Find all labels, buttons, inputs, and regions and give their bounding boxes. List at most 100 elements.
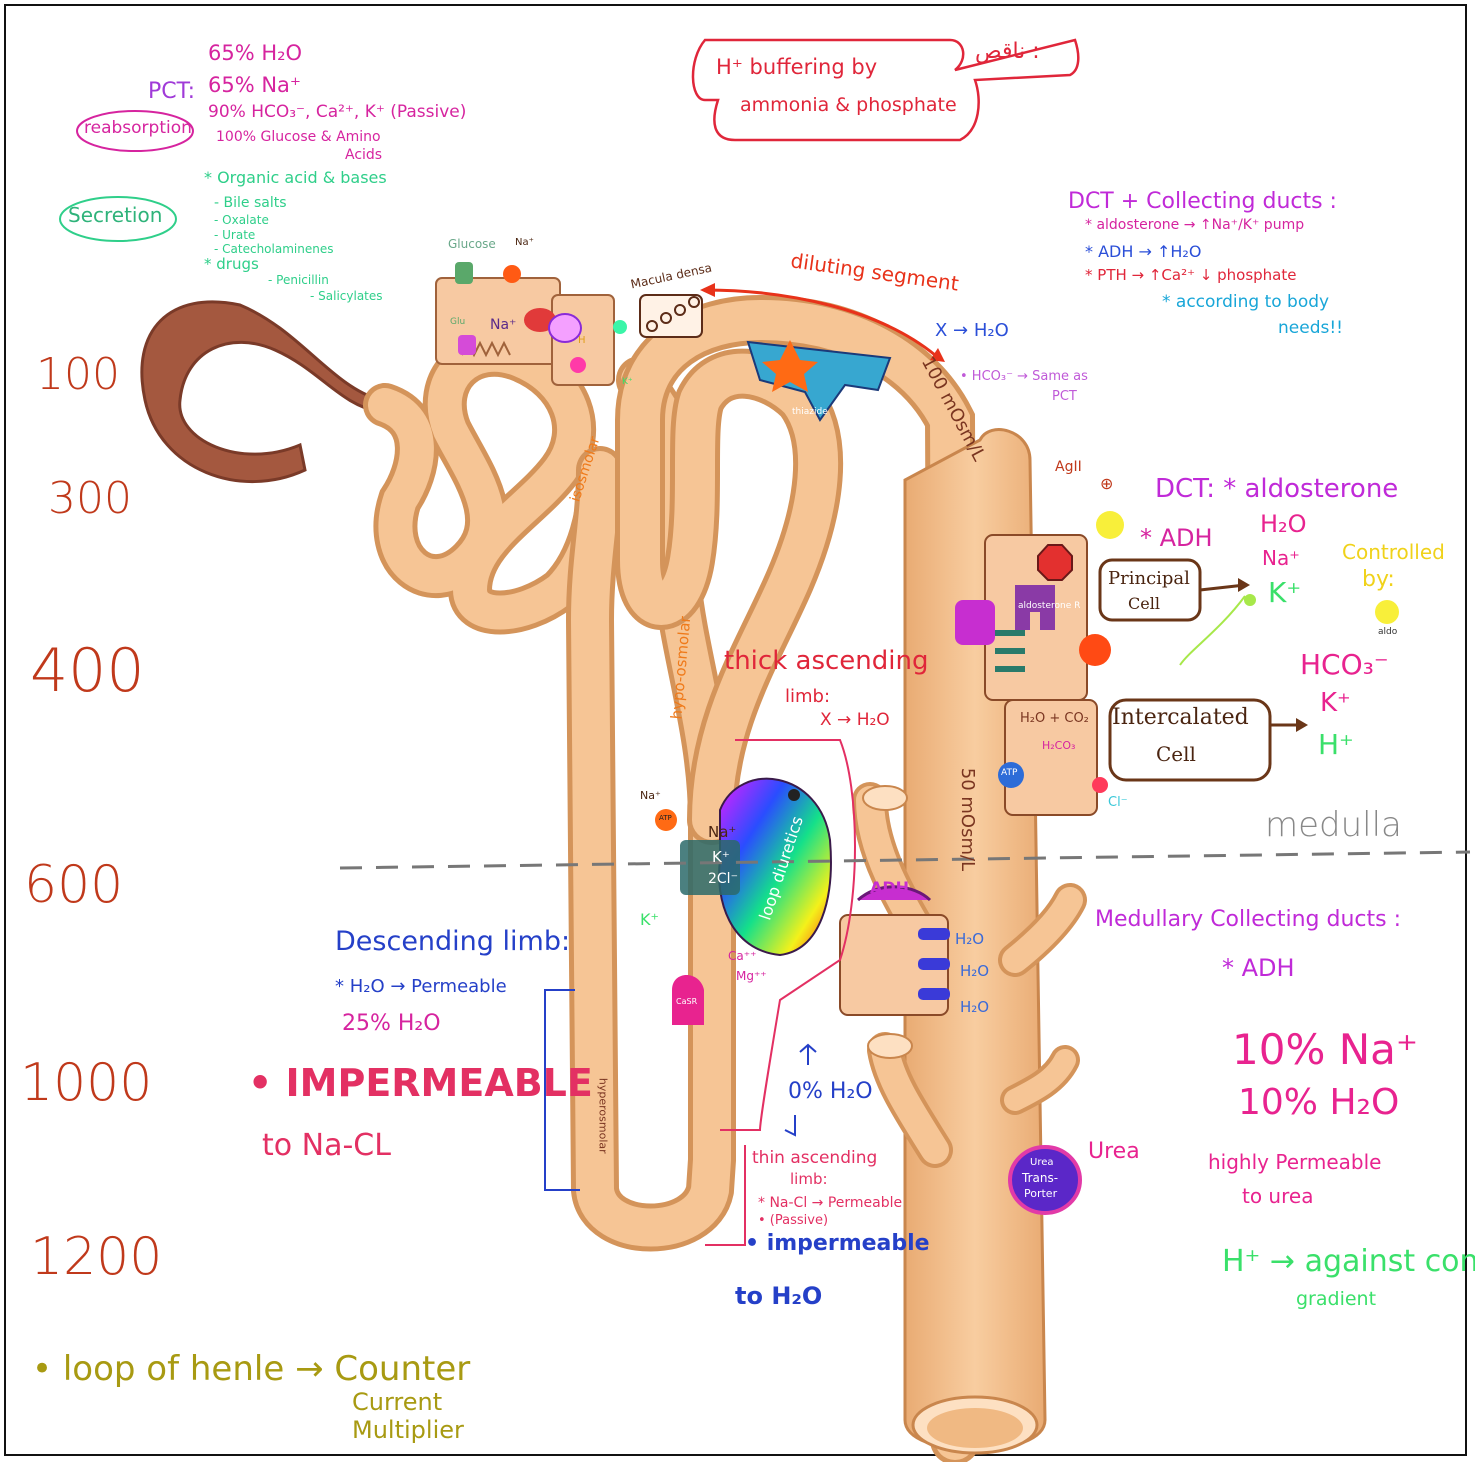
tal-sub: limb: [785,688,830,707]
secretion-item-3: - Urate [214,229,255,242]
bubble-arabic: ناقص : [975,40,1040,63]
controlled-by-2: by: [1362,568,1395,591]
impermeable-h2o-1: • impermeable [745,1232,930,1255]
pct-cell-glu: Glu [450,318,465,327]
medullary-adh: * ADH [1222,956,1295,981]
secretion-drug-2: - Salicylates [310,290,383,303]
lumen-na-out: Na⁺ [640,790,661,802]
secretion-header: * Organic acid & bases [204,170,387,187]
pct-cell-h: H [578,336,586,347]
dct-h2o: H₂O [1260,512,1307,537]
lumen-atp: ATP [659,815,672,822]
scale-label-1200: 1200 [30,1230,162,1285]
pct-cell-glucose: Glucose [448,238,496,251]
pct-line-5: Acids [345,148,382,163]
lumen-k: K⁺ [712,850,730,866]
pct-line-3: 90% HCO₃⁻, Ca²⁺, K⁺ (Passive) [208,104,466,122]
ic-h: H⁺ [1318,730,1354,759]
thiazide-label: thiazide [792,408,828,417]
pct-cell-k: K⁺ [622,378,633,387]
angii-label: AgII [1055,460,1082,475]
urea-label: Urea [1088,1140,1140,1163]
scale-label-600: 600 [24,858,123,913]
cd-urea-2: to urea [1242,1186,1313,1207]
secretion-item-4: - Catecholaminenes [214,243,333,256]
h2o-channel-3: H₂O [960,1000,989,1016]
angii-plus: ⊕ [1100,476,1113,493]
urea-transporter-line-3: Porter [1024,1188,1057,1200]
principal-cell-line-2: Cell [1128,596,1160,613]
secretion-item-1: - Bile salts [214,196,287,211]
dct-cd-title: DCT + Collecting ducts : [1068,190,1337,213]
secretion-item-2: - Oxalate [214,214,269,227]
dct-cd-line-4: * according to body [1162,294,1329,312]
intercalated-cell-line-1: Intercalated [1112,706,1249,729]
urea-transporter-line-2: Trans- [1022,1172,1058,1185]
loop-henle-line-3: Multiplier [352,1418,464,1443]
descending-line-1: * H₂O → Permeable [335,978,507,997]
bubble-line-2: ammonia & phosphate [740,96,957,116]
pct-prefix: PCT: [148,80,195,103]
controlled-aldo: aldo [1378,628,1397,637]
secretion-badge: Secretion [68,205,162,226]
thin-asc-line-2: • (Passive) [758,1214,828,1228]
h2o-channel-1: H₂O [955,932,984,948]
descending-title: Descending limb: [335,928,570,956]
lumen-mg: Mg⁺⁺ [736,970,767,983]
scale-label-1000: 1000 [20,1056,152,1111]
zero-h2o: 0% H₂O [788,1080,873,1103]
tal-rule: X → H₂O [820,712,890,730]
thin-asc-title: thin ascending [752,1150,877,1168]
adh-label: ADH [870,880,909,897]
aldosterone-r: aldosterone R [1018,602,1080,611]
medulla-label: medulla [1265,808,1402,844]
casr-label: CaSR [676,998,697,1006]
medullary-title: Medullary Collecting ducts : [1095,908,1401,931]
hyperosmolar: hyperosmolar [597,1078,609,1154]
dct-cd-line-2: * ADH → ↑H₂O [1085,244,1201,261]
scale-label-400: 400 [30,640,145,703]
hco3-same: • HCO₃⁻ → Same as [960,370,1088,384]
dct-k: K⁺ [1268,578,1301,607]
lumen-ca: Ca⁺⁺ [728,950,756,963]
dct-title: DCT: * aldosterone [1155,476,1398,503]
dct-cd-line-5: needs!! [1278,320,1343,338]
x-h2o-top: X → H₂O [935,322,1009,341]
scale-label-100: 100 [36,352,120,398]
controlled-by-1: Controlled [1342,542,1445,563]
ic-h2o-co2: H₂O + CO₂ [1020,712,1089,726]
h2o-channel-2: H₂O [960,964,989,980]
secretion-drug-1: - Penicillin [268,274,329,287]
impermeable-nacl-1: • IMPERMEABLE [248,1064,593,1104]
bubble-line-1: H⁺ buffering by [716,56,877,78]
cd-urea-1: highly Permeable [1208,1152,1381,1173]
ic-atp: ATP [1001,769,1017,778]
pct-cell-na2: Na⁺ [490,318,516,333]
reabsorption-badge: reabsorption [84,120,192,138]
tal-title: thick ascending [724,648,928,675]
principal-cell-line-1: Principal [1108,570,1190,589]
impermeable-h2o-2: to H₂O [735,1284,822,1309]
descending-line-2: 25% H₂O [342,1012,441,1035]
loop-henle-line-1: • loop of henle → Counter [32,1352,470,1388]
cd-h2o: 10% H₂O [1238,1084,1399,1122]
dct-cd-line-1: * aldosterone → ↑Na⁺/K⁺ pump [1085,218,1304,233]
cd-h-2: gradient [1296,1290,1376,1310]
cd-na: 10% Na⁺ [1232,1028,1418,1072]
cd-h-1: H⁺ → against conc [1222,1246,1475,1278]
loop-henle-line-2: Current [352,1390,442,1415]
dct-cd-line-3: * PTH → ↑Ca²⁺ ↓ phosphate [1085,268,1296,284]
pct-cell-na: Na⁺ [515,238,534,249]
ic-hco3: HCO₃⁻ [1300,650,1389,679]
lumen-2cl: 2Cl⁻ [708,872,738,887]
osm-50: 50 mOsm/L [957,768,976,871]
ic-k: K⁺ [1320,690,1351,717]
dct-adh: * ADH [1140,526,1213,551]
lumen-k-out: K⁺ [640,912,659,929]
thin-asc-sub: limb: [790,1172,828,1188]
secretion-drugs: * drugs [204,257,259,273]
ic-cl: Cl⁻ [1108,796,1128,810]
bowman-capsule [142,302,380,482]
intercalated-cell-line-2: Cell [1156,744,1196,765]
lumen-na: Na⁺ [708,825,736,841]
